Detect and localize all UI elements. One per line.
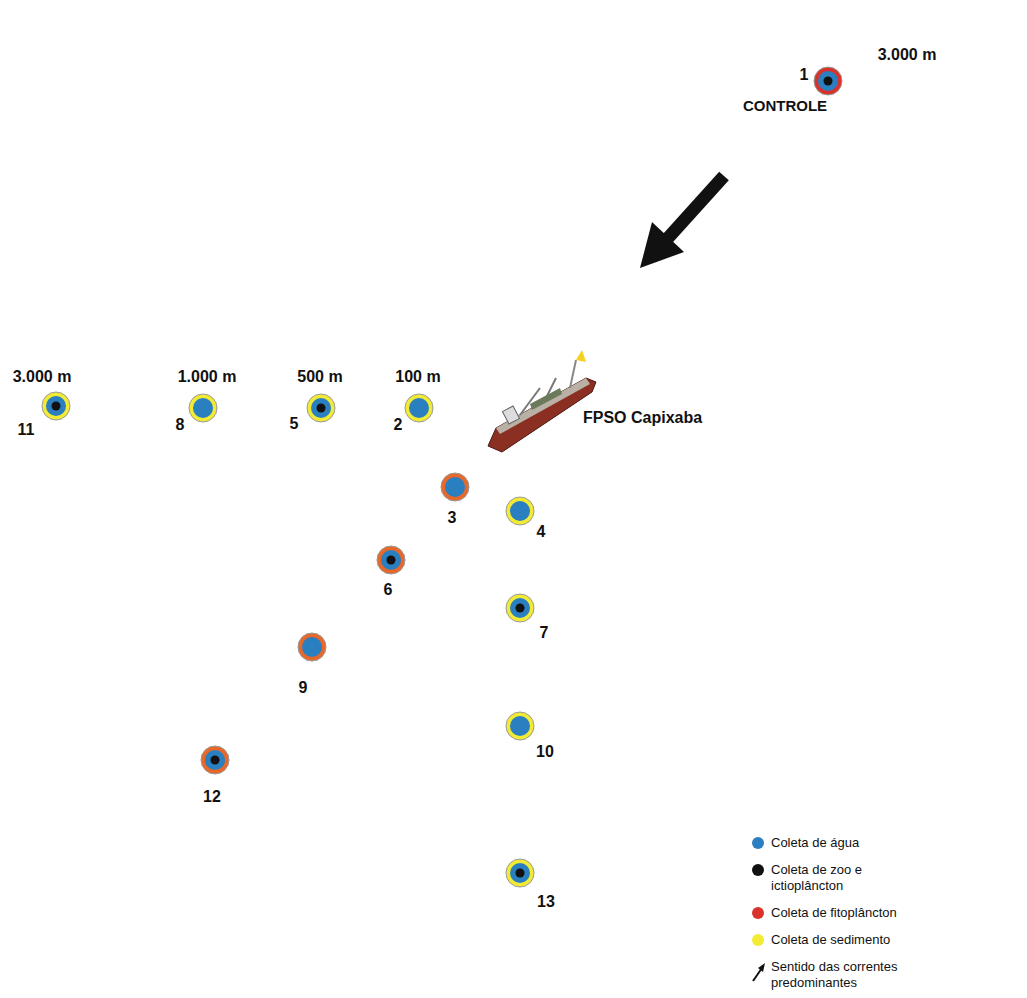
legend-swatch [752, 959, 768, 983]
current-arrow [640, 176, 724, 268]
legend-item: Coleta de água [752, 835, 911, 862]
legend-item: Coleta de fitoplâncton [752, 905, 911, 932]
sampling-station: 7 [506, 594, 534, 622]
distance-label: 1.000 m [178, 369, 237, 385]
station-number: 9 [299, 680, 308, 696]
sampling-station: 3.000 m11 [42, 392, 70, 420]
station-number: 10 [536, 744, 554, 760]
station-number: 4 [537, 524, 546, 540]
legend-text: Coleta de água [771, 835, 911, 851]
legend-swatch [752, 907, 764, 919]
legend: Coleta de águaColeta de zoo e ictioplânc… [752, 835, 911, 998]
station-marker [814, 67, 842, 95]
station-marker [506, 594, 534, 622]
distance-label: 100 m [395, 369, 440, 385]
legend-item: Coleta de sedimento [752, 932, 911, 959]
legend-item: Coleta de zoo e ictioplâncton [752, 862, 911, 905]
sampling-station: 13 [506, 859, 534, 887]
sampling-station: 3.000 m1CONTROLE [814, 67, 842, 95]
distance-label: 500 m [297, 369, 342, 385]
legend-text: Coleta de sedimento [771, 932, 911, 948]
legend-text: Coleta de zoo e ictioplâncton [771, 862, 911, 894]
sampling-station: 9 [298, 633, 326, 661]
station-marker [506, 859, 534, 887]
station-number: 6 [384, 582, 393, 598]
sampling-station: 6 [377, 546, 405, 574]
station-marker [42, 392, 70, 420]
station-number: 7 [540, 625, 549, 641]
station-marker [405, 394, 433, 422]
station-marker [506, 497, 534, 525]
station-number: 11 [18, 422, 35, 438]
station-marker [307, 394, 335, 422]
station-marker [506, 712, 534, 740]
station-marker [298, 633, 326, 661]
sampling-station: 3 [441, 473, 469, 501]
legend-swatch [752, 905, 768, 927]
legend-swatch [752, 862, 768, 884]
station-number: 1 [800, 67, 809, 83]
station-number: 5 [290, 416, 299, 432]
sampling-station: 500 m5 [307, 394, 335, 422]
station-number: 3 [448, 510, 457, 526]
station-marker [201, 746, 229, 774]
legend-text: Sentido das correntes predominantes [771, 959, 911, 991]
sampling-station: 100 m2 [405, 394, 433, 422]
sampling-station: 4 [506, 497, 534, 525]
station-marker [377, 546, 405, 574]
station-number: 2 [394, 417, 403, 433]
legend-item: Sentido das correntes predominantes [752, 959, 911, 998]
legend-swatch [752, 932, 768, 954]
legend-swatch [752, 837, 764, 849]
fpso-ship [488, 350, 596, 452]
legend-swatch [752, 934, 764, 946]
legend-swatch [752, 864, 764, 876]
station-number: 13 [537, 894, 555, 910]
station-marker [441, 473, 469, 501]
sampling-station: 12 [201, 746, 229, 774]
station-number: 12 [203, 789, 221, 805]
sampling-station: 10 [506, 712, 534, 740]
distance-label: 3.000 m [13, 369, 72, 385]
station-number: 8 [176, 417, 185, 433]
station-caption: CONTROLE [743, 98, 827, 113]
station-marker [189, 394, 217, 422]
platform-label: FPSO Capixaba [583, 409, 702, 427]
distance-label: 3.000 m [878, 47, 937, 63]
legend-text: Coleta de fitoplâncton [771, 905, 911, 921]
legend-swatch [752, 835, 768, 857]
sampling-station: 1.000 m8 [189, 394, 217, 422]
